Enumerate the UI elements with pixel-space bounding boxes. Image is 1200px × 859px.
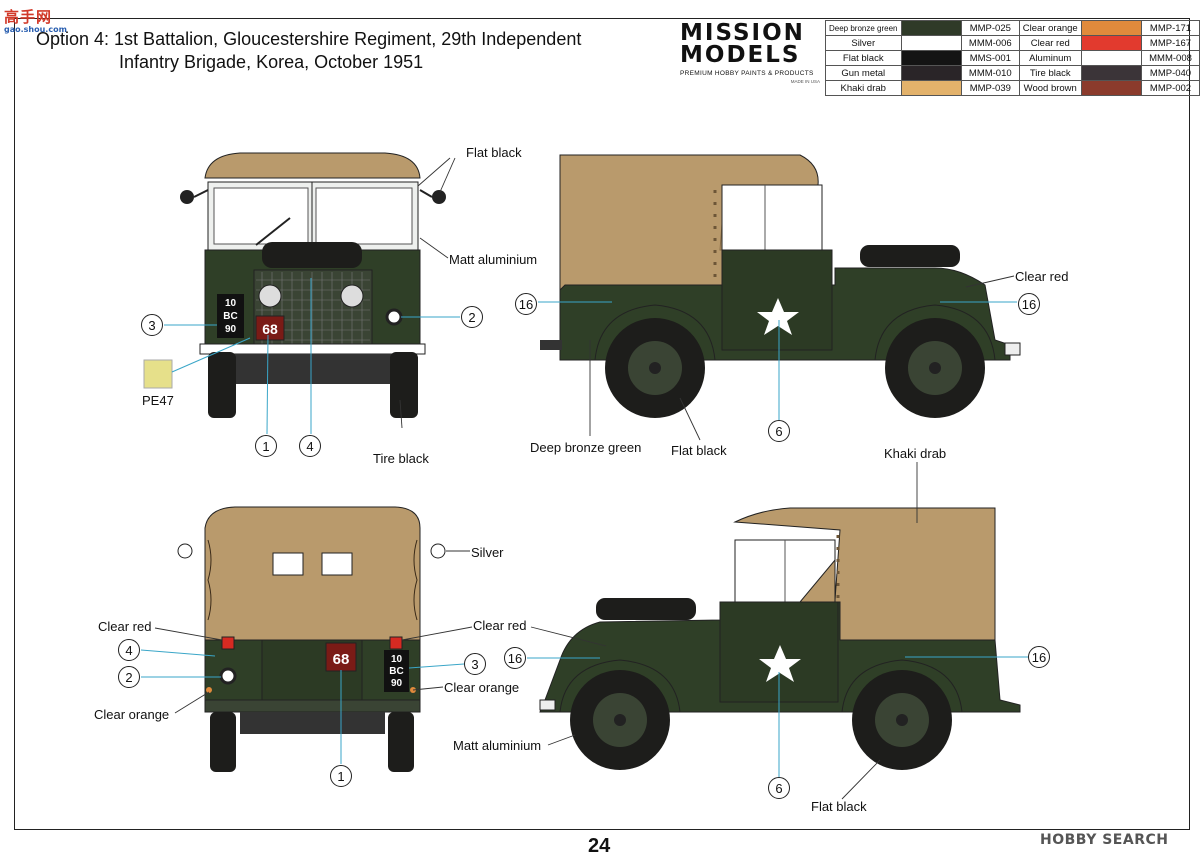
- callout-rear-3: 3: [464, 653, 486, 675]
- paint-swatch: [1080, 50, 1143, 66]
- paint-code: MMP-002: [1141, 80, 1200, 96]
- rear-bridge-plate: 68: [333, 651, 350, 668]
- title-line-2: Infantry Brigade, Korea, October 1951: [119, 52, 424, 72]
- callout-side2-6: 6: [768, 777, 790, 799]
- label-flat-black-side-2: Flat black: [811, 799, 867, 814]
- rear-plate-line-2: BC: [389, 666, 403, 677]
- front-view: 10 BC 90 68: [143, 152, 460, 435]
- front-plate-line-1: 10: [225, 298, 237, 309]
- label-flat-black-side: Flat black: [671, 443, 727, 458]
- label-matt-aluminium-side: Matt aluminium: [453, 738, 542, 753]
- rear-plate-line-1: 10: [391, 654, 403, 665]
- paint-swatch: [900, 80, 962, 96]
- paint-swatch: [1080, 80, 1143, 96]
- paint-swatch: [900, 65, 962, 81]
- brand-logo: MISSION MODELS PREMIUM HOBBY PAINTS & PR…: [680, 20, 820, 85]
- label-silver: Silver: [471, 545, 504, 560]
- callout-front-1: 1: [255, 435, 277, 457]
- side-view-1: [538, 154, 1021, 441]
- callout-side1-16-right: 16: [1018, 293, 1040, 315]
- option-title: Option 4: 1st Battalion, Gloucestershire…: [36, 28, 581, 74]
- label-clear-red-rear-left: Clear red: [98, 619, 152, 634]
- callout-side1-6: 6: [768, 420, 790, 442]
- page-number: 24: [588, 835, 611, 857]
- label-tire-black: Tire black: [373, 451, 429, 466]
- side-view-2: [527, 462, 1028, 800]
- watermark-right: HOBBY SEARCH: [1040, 832, 1169, 848]
- front-plate-line-2: BC: [223, 311, 237, 322]
- front-plate-line-3: 90: [225, 324, 237, 335]
- rear-plate-line-3: 90: [391, 678, 403, 689]
- callout-rear-2: 2: [118, 666, 140, 688]
- callout-rear-1: 1: [330, 765, 352, 787]
- label-pe47: PE47: [142, 393, 174, 408]
- label-deep-bronze-green: Deep bronze green: [530, 440, 642, 455]
- label-clear-red-rear-right: Clear red: [473, 618, 527, 633]
- front-bridge-plate: 68: [262, 321, 278, 337]
- label-khaki-drab: Khaki drab: [884, 446, 947, 461]
- label-clear-orange-rear-left: Clear orange: [94, 707, 170, 722]
- rear-view: 68 10 BC 90: [140, 506, 473, 772]
- callout-front-4: 4: [299, 435, 321, 457]
- callout-rear-4: 4: [118, 639, 140, 661]
- paint-code: MMP-039: [960, 80, 1020, 96]
- page-frame: [14, 18, 1190, 830]
- label-clear-red-side: Clear red: [1015, 269, 1069, 284]
- paint-swatch: [900, 50, 962, 66]
- title-line-1: Option 4: 1st Battalion, Gloucestershire…: [36, 29, 582, 49]
- label-matt-aluminium-front: Matt aluminium: [449, 252, 538, 267]
- paint-swatch: [1080, 65, 1143, 81]
- label-clear-orange-rear-right: Clear orange: [444, 680, 520, 695]
- callout-side2-16-left: 16: [504, 647, 526, 669]
- label-flat-black-front: Flat black: [466, 145, 522, 160]
- paint-swatch: [1080, 20, 1143, 36]
- callout-side2-16-right: 16: [1028, 646, 1050, 668]
- paint-swatch: [900, 35, 962, 51]
- watermark-left: 高手网 gao.shou.com: [4, 8, 67, 34]
- callout-side1-16-left: 16: [515, 293, 537, 315]
- callout-front-3: 3: [141, 314, 163, 336]
- paint-name: Khaki drab: [825, 80, 902, 96]
- callout-front-2: 2: [461, 306, 483, 328]
